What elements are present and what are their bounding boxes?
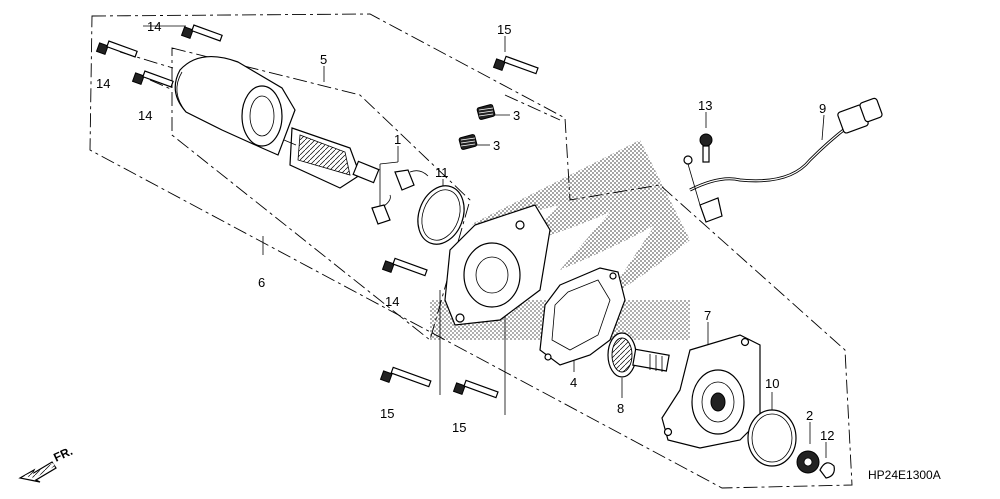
callout-3: 3 [493, 138, 500, 153]
callout-11: 11 [435, 165, 449, 180]
spring-lower [458, 134, 478, 150]
bolt-15-bottom-left [379, 366, 432, 388]
spring-upper [476, 104, 496, 120]
cable-bolt-13 [699, 133, 713, 163]
bolt-14-mid [381, 257, 428, 277]
callout-6: 6 [258, 275, 265, 290]
callout-8: 8 [617, 401, 624, 416]
gasket-4 [539, 267, 626, 366]
bolt-14-top [180, 24, 223, 42]
callout-10: 10 [765, 376, 779, 391]
o-ring-10 [747, 409, 797, 467]
armature [283, 127, 380, 189]
front-direction-arrow: FR. [18, 444, 75, 483]
front-housing [444, 204, 551, 326]
bolt-15-bottom-right [452, 379, 499, 399]
callout-15: 15 [452, 420, 466, 435]
callout-3: 3 [513, 108, 520, 123]
bolt-14-left-lower [131, 70, 174, 88]
starter-motor-yoke [174, 56, 296, 156]
reduction-gear-8 [607, 332, 670, 378]
callout-5: 5 [320, 52, 327, 67]
o-ring-11 [417, 185, 465, 245]
callout-2: 2 [806, 408, 813, 423]
pinion-gear-2 [796, 450, 820, 474]
callout-15: 15 [497, 22, 511, 37]
leader-lines [143, 25, 827, 458]
callout-9: 9 [819, 101, 826, 116]
callout-7: 7 [704, 308, 711, 323]
gear-cover-7 [661, 334, 761, 449]
circlip-12 [819, 462, 835, 479]
brush-set [371, 169, 429, 225]
callout-14: 14 [385, 294, 399, 309]
callout-4: 4 [570, 375, 577, 390]
front-direction-label: FR. [51, 444, 74, 465]
callout-1: 1 [394, 132, 401, 147]
callout-13: 13 [698, 98, 712, 113]
callout-14: 14 [96, 76, 110, 91]
callout-14: 14 [147, 19, 161, 34]
callout-12: 12 [820, 428, 834, 443]
callout-15: 15 [380, 406, 394, 421]
bolt-14-left-upper [95, 40, 138, 58]
starter-cable-9 [683, 97, 883, 223]
callout-14: 14 [138, 108, 152, 123]
diagram-code: HP24E1300A [868, 468, 941, 482]
callout-labels: 14 14 14 14 5 15 3 3 1 11 13 9 6 7 4 8 1… [96, 19, 834, 443]
bolt-15-top [492, 55, 539, 75]
